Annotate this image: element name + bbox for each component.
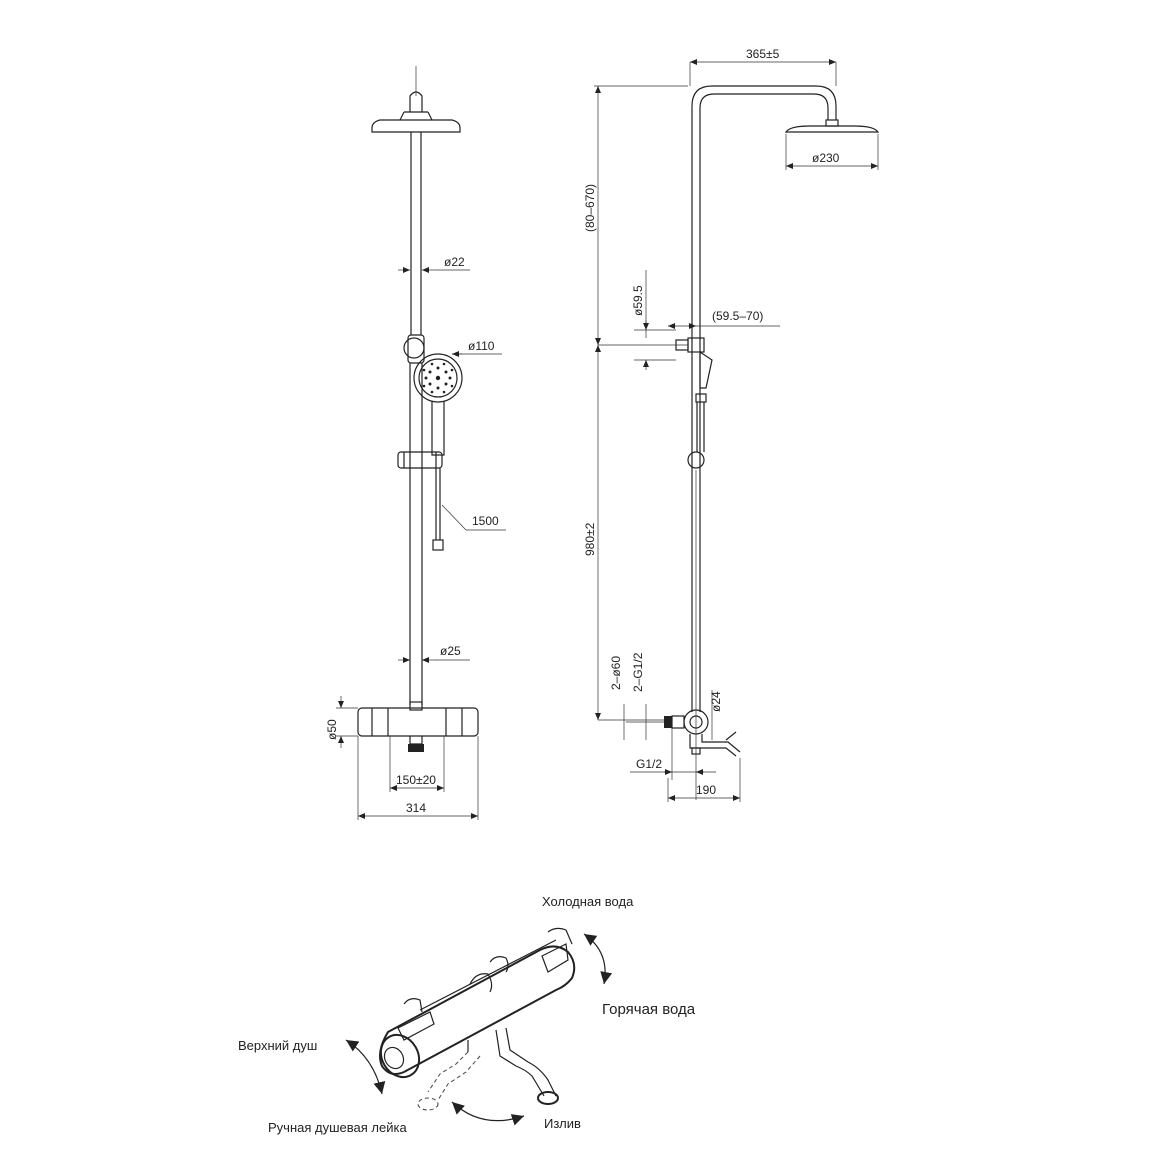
- side-view: 365±5 ø230 (80–670) ø59.5 (59.5–70) 980±…: [583, 47, 880, 802]
- spout-diameter-label: ø24: [709, 691, 723, 712]
- hand-shower-label: Ручная душевая лейка: [268, 1120, 407, 1135]
- spout-label: Излив: [544, 1116, 581, 1131]
- bracket-offset-label: (59.5–70): [712, 309, 763, 323]
- hand-shower-diameter-label: ø110: [468, 339, 495, 353]
- cold-water-label: Холодная вода: [542, 894, 634, 909]
- spout-reach-label: 190: [696, 783, 716, 797]
- eccentric-thread-label: 2–G1/2: [631, 652, 645, 692]
- rod-upper-diameter-label: ø22: [444, 255, 465, 269]
- eccentric-flange-label: 2–ø60: [609, 656, 623, 690]
- mixer-diameter-label: ø50: [325, 719, 339, 740]
- hot-cold-rotation-arrow-icon: [583, 933, 613, 985]
- head-diameter-label: ø230: [812, 151, 840, 165]
- top-shower-label: Верхний душ: [238, 1038, 317, 1053]
- spout-rotation-arrow-icon: [451, 1101, 525, 1126]
- front-view: ø22 ø110 1500 ø25 ø50 150±20 314: [325, 66, 506, 820]
- mixer-height-label: 980±2: [583, 522, 597, 556]
- arm-length-label: 365±5: [746, 47, 780, 61]
- bracket-diameter-label: ø59.5: [631, 285, 645, 316]
- hand-shower-nozzles-icon: [422, 362, 454, 394]
- inlet-spacing-label: 150±20: [396, 773, 436, 787]
- rod-lower-diameter-label: ø25: [440, 644, 461, 658]
- hose-length-label: 1500: [472, 514, 499, 528]
- diverter-rotation-arrow-icon: [345, 1039, 386, 1095]
- mixer-width-label: 314: [406, 801, 426, 815]
- thread-label: G1/2: [636, 757, 662, 771]
- height-adjust-label: (80–670): [583, 184, 597, 232]
- mixer-3d-illustration: Холодная вода Горячая вода Верхний душ Р…: [238, 894, 696, 1135]
- hot-water-label: Горячая вода: [602, 1001, 696, 1018]
